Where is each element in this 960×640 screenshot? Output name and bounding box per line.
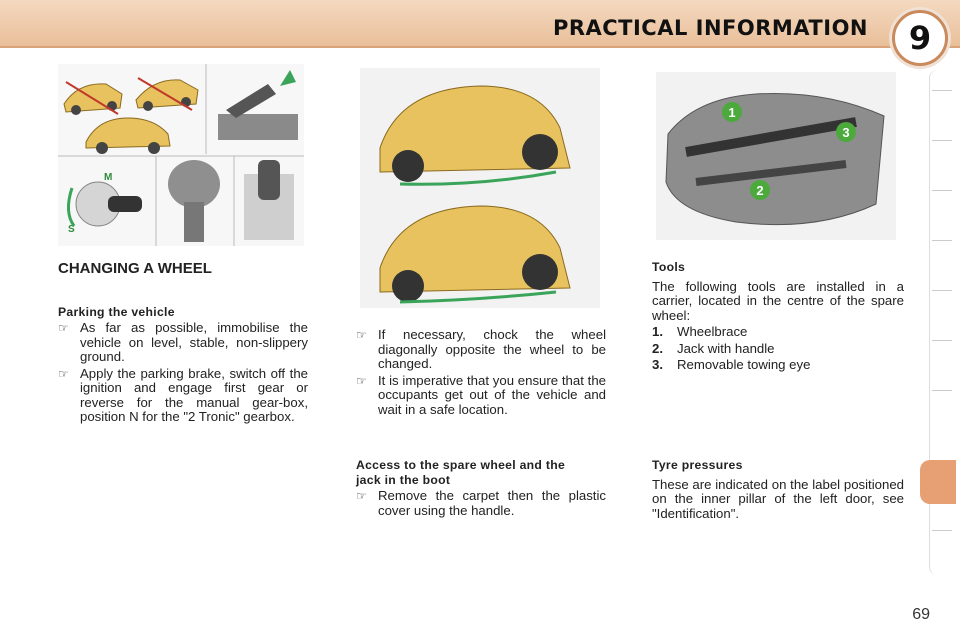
side-tab-active[interactable] [920, 460, 956, 504]
wheel-chock-illustration [360, 68, 600, 308]
side-tab[interactable] [932, 340, 952, 341]
callout-1-icon: 1 [722, 102, 742, 122]
side-tab[interactable] [932, 90, 952, 91]
side-tab[interactable] [932, 140, 952, 141]
subheading-tyre: Tyre pressures [652, 458, 743, 472]
tool-label: Jack with handle [677, 340, 775, 356]
side-tab[interactable] [932, 190, 952, 191]
tool-label: Wheelbrace [677, 324, 748, 339]
tyre-section: Tyre pressures These are indicated on th… [652, 458, 904, 521]
side-tab[interactable] [932, 290, 952, 291]
section-heading: CHANGING A WHEEL [58, 260, 212, 277]
bullet-item: ☞ It is imperative that you ensure that … [356, 372, 606, 418]
tool-number: 2. [652, 340, 663, 356]
left-column: CHANGING A WHEEL Parking the vehicle ☞ A… [58, 260, 308, 425]
side-tab[interactable] [932, 530, 952, 531]
callout-2-label: 2 [756, 183, 763, 198]
tool-number: 1. [652, 324, 663, 339]
manual-gear-knob-icon [168, 160, 220, 242]
automatic-gear-selector-icon [244, 160, 294, 240]
callout-3-icon: 3 [836, 122, 856, 142]
subheading-parking: Parking the vehicle [58, 304, 175, 319]
bullet-item: ☞ If necessary, chock the wheel diagonal… [356, 327, 606, 372]
tools-section: Tools The following tools are installed … [652, 260, 904, 373]
gear-label-s: S [68, 224, 75, 235]
page-title: PRACTICAL INFORMATION [552, 16, 868, 40]
bullet-item: ☞ Remove the carpet then the plastic cov… [356, 488, 606, 518]
tool-item: 2. Jack with handle [652, 340, 904, 357]
bullet-item: ☞ As far as possible, immobilise the veh… [58, 320, 308, 365]
chapter-side-tabs [920, 70, 956, 575]
pointing-hand-icon: ☞ [58, 321, 69, 335]
gear-label-m: M [104, 172, 112, 183]
bullet-text: If necessary, chock the wheel diagonally… [378, 327, 606, 371]
bullet-text: As far as possible, immobilise the vehic… [80, 320, 308, 364]
tool-item: 3. Removable towing eye [652, 357, 904, 373]
pointing-hand-icon: ☞ [356, 328, 367, 342]
parking-brake-lever-icon [218, 70, 298, 140]
subheading-tools: Tools [652, 260, 686, 274]
chapter-number-badge: 9 [892, 10, 948, 66]
pointing-hand-icon: ☞ [356, 489, 367, 503]
ignition-key-icon: M S [67, 172, 142, 235]
tyre-text: These are indicated on the label positio… [652, 476, 904, 521]
car-on-level-ground-icon [85, 117, 171, 154]
subheading-access: Access to the spare wheel and the jack i… [356, 458, 566, 487]
pointing-hand-icon: ☞ [58, 366, 69, 381]
pointing-hand-icon: ☞ [356, 373, 367, 388]
bullet-text: It is imperative that you ensure that th… [378, 372, 606, 417]
car-rear-view-icon [379, 205, 571, 304]
bullet-text: Remove the carpet then the plastic cover… [378, 488, 606, 518]
middle-column: ☞ If necessary, chock the wheel diagonal… [356, 326, 606, 417]
callout-3-label: 3 [842, 125, 849, 140]
parking-illustration: M S [58, 64, 304, 246]
tools-intro: The following tools are installed in a c… [652, 278, 904, 323]
tool-number: 3. [652, 357, 663, 372]
bullet-item: ☞ Apply the parking brake, switch off th… [58, 365, 308, 425]
car-rear-view-icon [379, 85, 571, 186]
page-number: 69 [912, 606, 930, 623]
callout-2-icon: 2 [750, 180, 770, 200]
car-on-slope-icon [63, 81, 123, 115]
car-on-slope-icon [135, 77, 199, 111]
side-tab[interactable] [932, 390, 952, 391]
access-section: Access to the spare wheel and the jack i… [356, 458, 606, 518]
callout-1-label: 1 [728, 105, 735, 120]
page-header: PRACTICAL INFORMATION 9 [0, 0, 960, 66]
side-tab[interactable] [932, 240, 952, 241]
bullet-text: Apply the parking brake, switch off the … [80, 365, 308, 424]
tool-label: Removable towing eye [677, 357, 811, 372]
tool-carrier-illustration: 1 2 3 [656, 72, 896, 240]
tool-item: 1. Wheelbrace [652, 324, 904, 340]
